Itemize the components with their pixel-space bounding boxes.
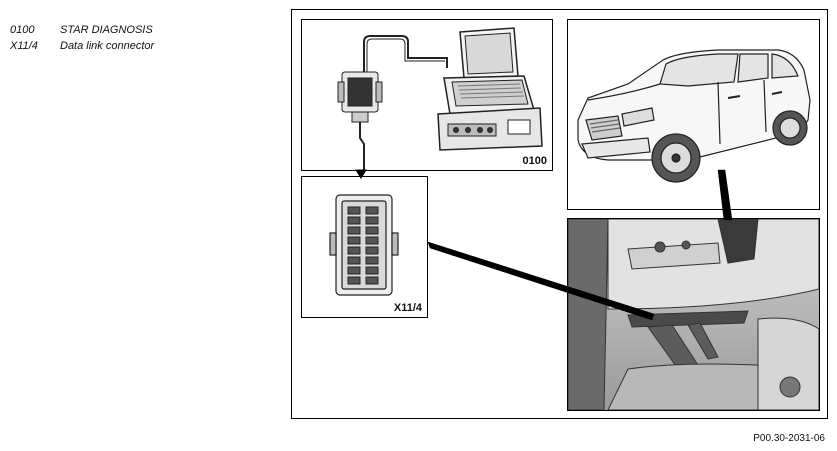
vehicle-panel	[567, 19, 820, 210]
connector-pin	[365, 226, 379, 235]
connector-pin	[347, 246, 361, 255]
connector-panel-label: X11/4	[393, 302, 422, 314]
diagnosis-panel-label: 0100	[522, 155, 547, 167]
connector-pin	[347, 216, 361, 225]
connector-pin	[365, 216, 379, 225]
reference-code: P00.30-2031-06	[753, 433, 825, 444]
legend-code: 0100	[10, 24, 35, 36]
connector-pin	[365, 266, 379, 275]
legend: 0100 STAR DIAGNOSIS X11/4 Data link conn…	[10, 22, 154, 54]
connector-pin	[365, 206, 379, 215]
connector-pin	[347, 206, 361, 215]
legend-description: Data link connector	[60, 40, 155, 52]
legend-row-x11-4: X11/4 Data link connector	[10, 38, 154, 54]
connector-pin	[365, 256, 379, 265]
connector-pin	[365, 246, 379, 255]
star-diagnosis-illustration	[337, 27, 543, 170]
connector-pin	[347, 256, 361, 265]
connector-pin	[365, 236, 379, 245]
connector-pin	[365, 276, 379, 285]
connector-pin	[347, 236, 361, 245]
data-link-connector-illustration	[329, 194, 399, 296]
legend-code: X11/4	[10, 40, 38, 52]
connector-pin	[347, 276, 361, 285]
legend-description: STAR DIAGNOSIS	[60, 24, 153, 36]
footwell-illustration	[568, 219, 819, 410]
connector-panel: X11/4	[301, 176, 428, 318]
footwell-panel	[567, 218, 820, 411]
connector-pin	[347, 226, 361, 235]
diagnosis-panel: 0100	[301, 19, 553, 171]
connector-pin	[347, 266, 361, 275]
vehicle-illustration	[577, 49, 811, 183]
figure-frame: 0100	[291, 9, 828, 419]
legend-row-0100: 0100 STAR DIAGNOSIS	[10, 22, 154, 38]
